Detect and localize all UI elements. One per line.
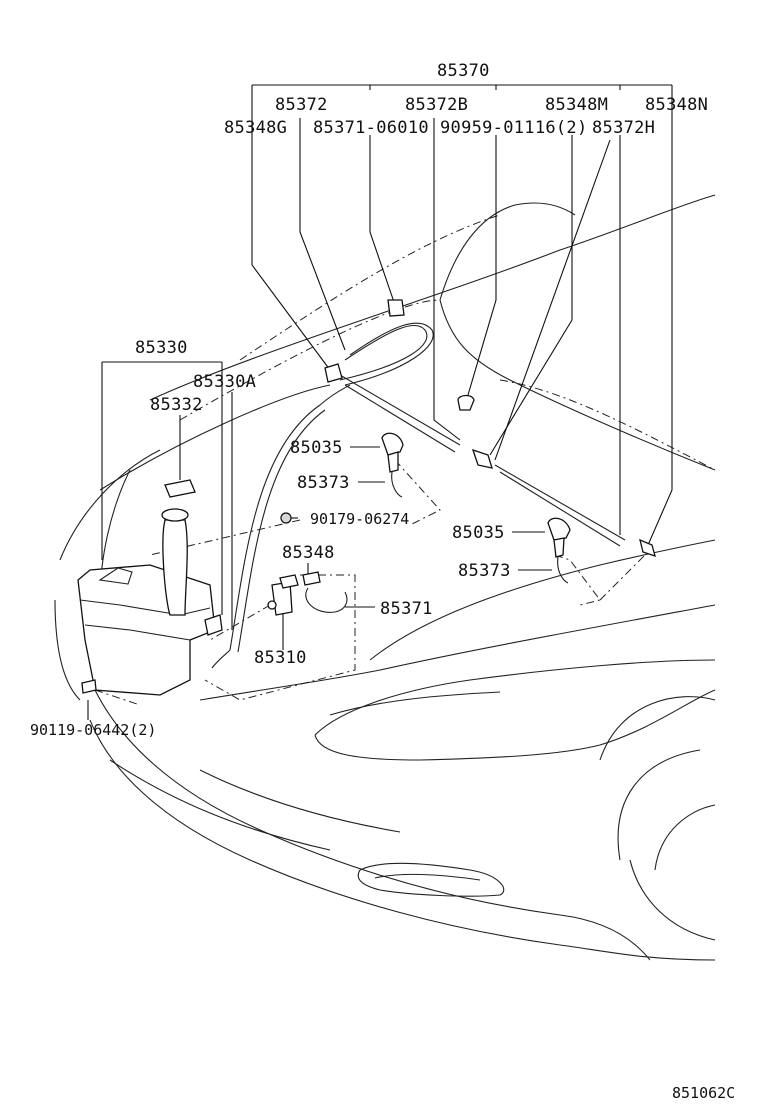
diagram-code: 851062C — [672, 1084, 735, 1102]
label-85035-lower[interactable]: 85035 — [452, 523, 505, 543]
label-85330[interactable]: 85330 — [135, 338, 188, 358]
label-85372H[interactable]: 85372H — [592, 118, 655, 138]
label-85348M[interactable]: 85348M — [545, 95, 608, 115]
label-85332[interactable]: 85332 — [150, 395, 203, 415]
label-85372B[interactable]: 85372B — [405, 95, 468, 115]
leader-lines — [87, 84, 673, 720]
washer-reservoir-tank — [77, 508, 223, 696]
label-85372[interactable]: 85372 — [275, 95, 328, 115]
grommet — [280, 512, 292, 524]
label-90179-06274[interactable]: 90179-06274 — [310, 510, 409, 528]
label-90959-01116[interactable]: 90959-01116(2) — [440, 118, 588, 138]
label-85373-upper[interactable]: 85373 — [297, 473, 350, 493]
label-85371[interactable]: 85371 — [380, 599, 433, 619]
washer-hoses — [211, 322, 626, 669]
label-85348G[interactable]: 85348G — [224, 118, 287, 138]
label-90119-06442[interactable]: 90119-06442(2) — [30, 721, 156, 739]
nozzle-left — [381, 432, 404, 498]
label-85348[interactable]: 85348 — [282, 543, 335, 563]
label-85310[interactable]: 85310 — [254, 648, 307, 668]
washer-pump — [267, 574, 299, 616]
pump-hose — [302, 571, 348, 613]
label-85370[interactable]: 85370 — [437, 61, 490, 81]
label-85330A[interactable]: 85330A — [193, 372, 256, 392]
label-85348N[interactable]: 85348N — [645, 95, 708, 115]
nozzle-right — [547, 517, 571, 584]
label-85371-06010[interactable]: 85371-06010 — [313, 118, 429, 138]
part-labels: 85370 85372 85372B 85348M 85348N 85348G … — [30, 61, 735, 1102]
hose-connectors — [324, 299, 656, 558]
filler-cap — [164, 479, 196, 498]
label-85373-lower[interactable]: 85373 — [458, 561, 511, 581]
bolt — [81, 679, 97, 694]
label-85035-upper[interactable]: 85035 — [290, 438, 343, 458]
